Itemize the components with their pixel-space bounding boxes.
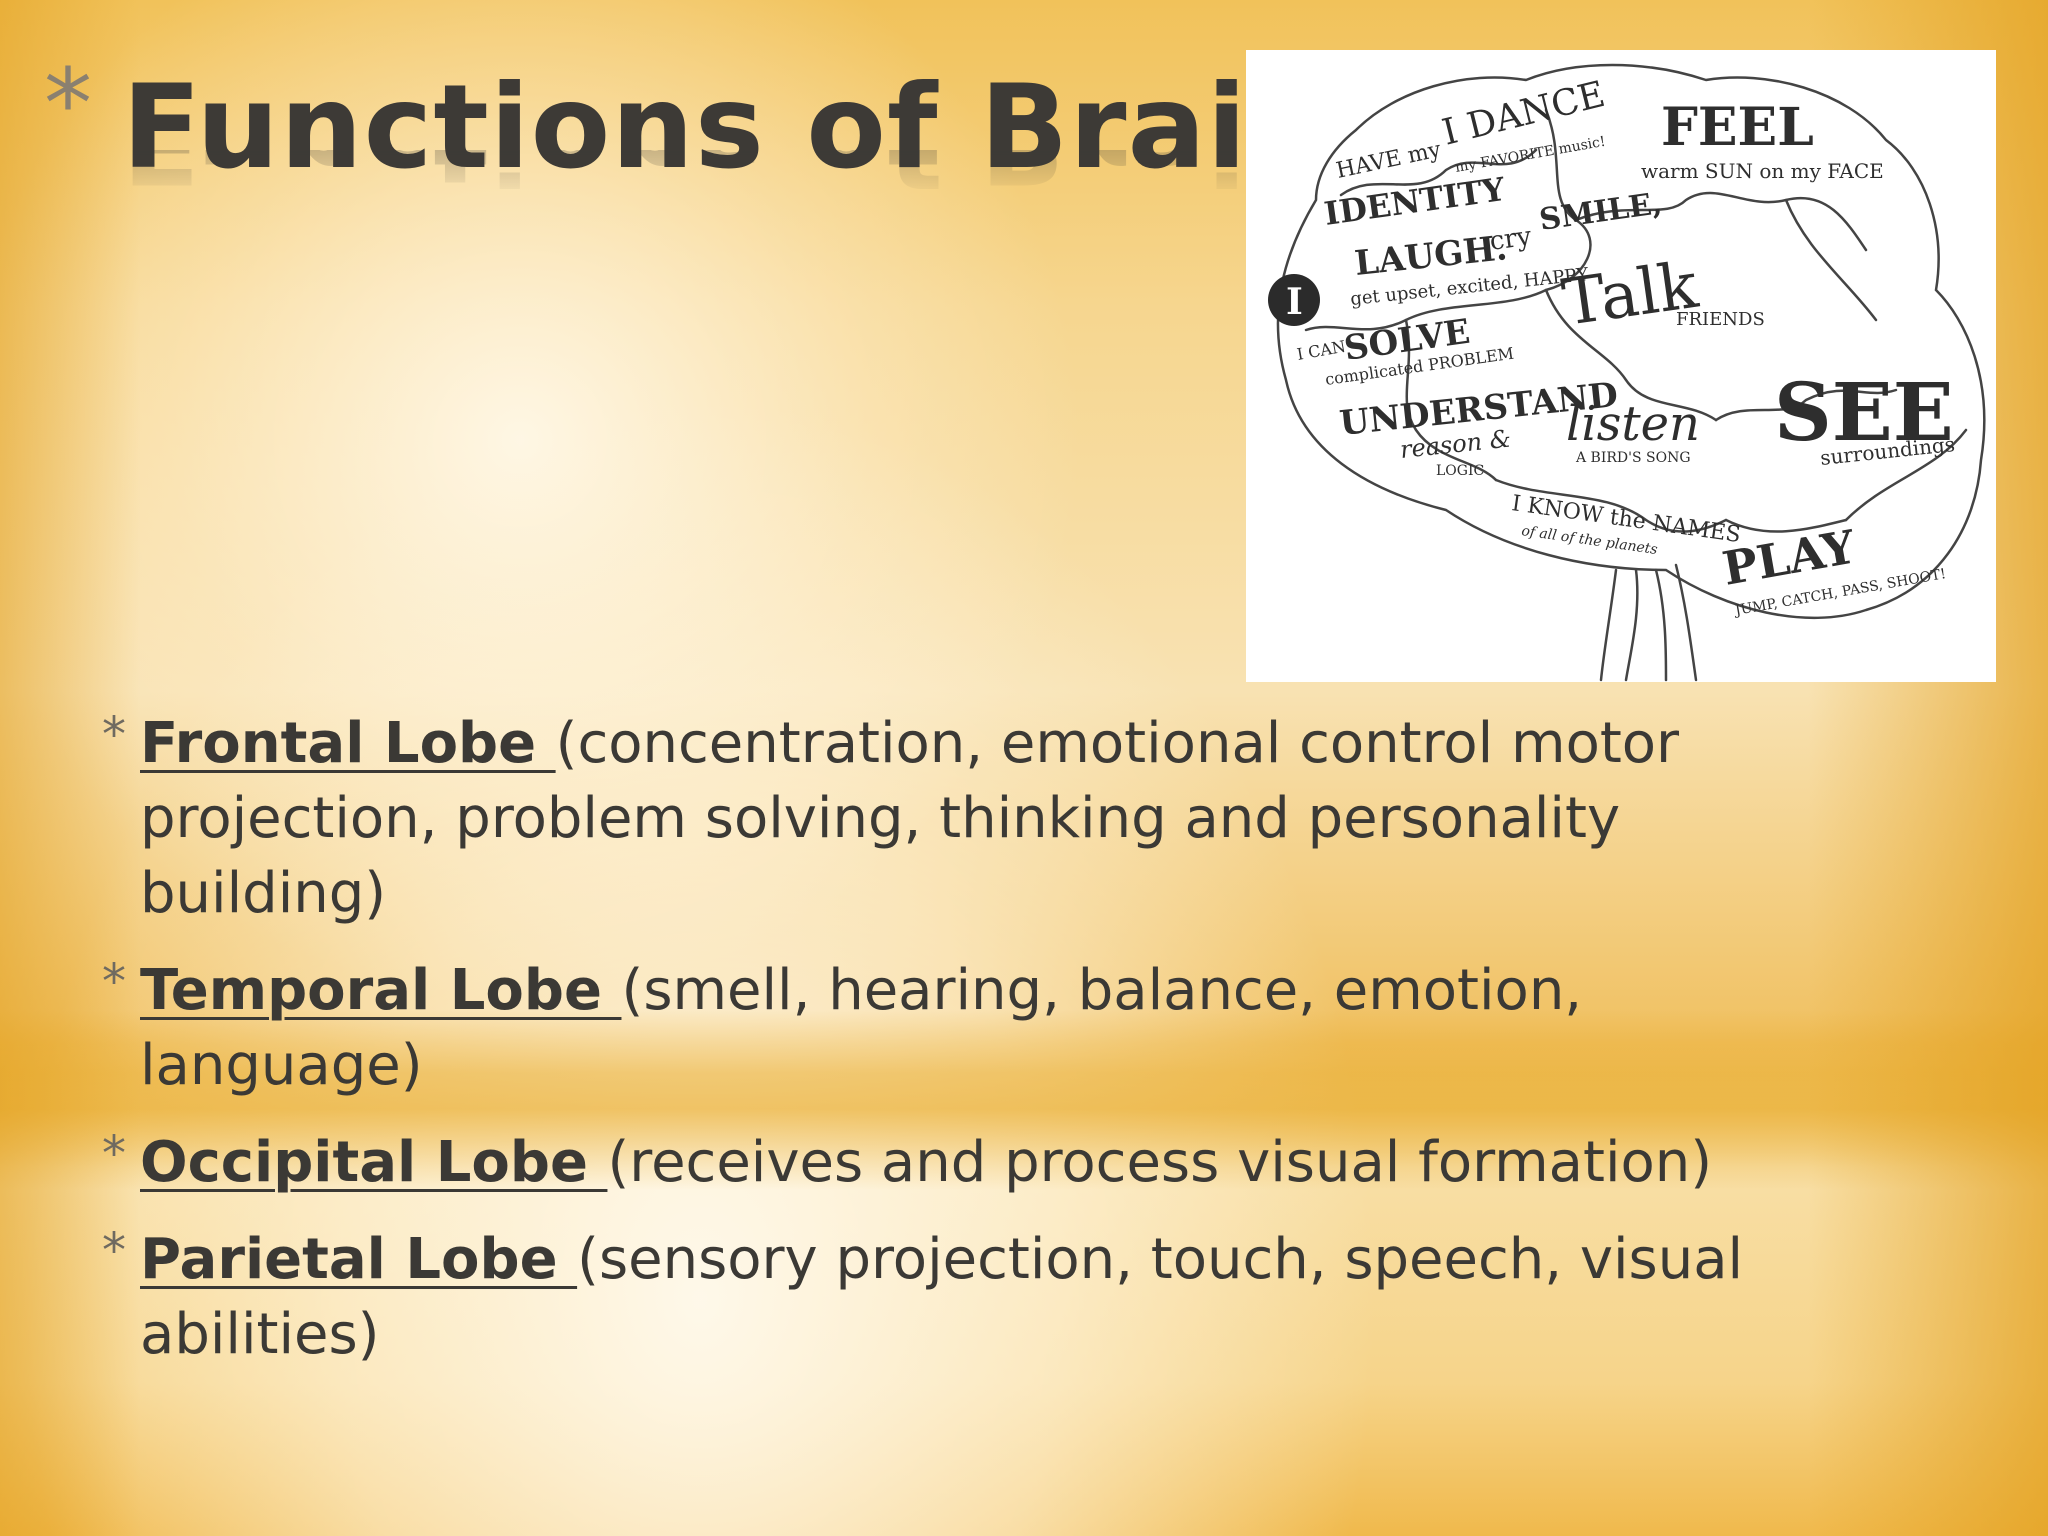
lobe-term: Frontal Lobe: [140, 711, 556, 776]
background-band: [0, 1010, 2048, 1190]
svg-text:I: I: [1286, 281, 1303, 323]
svg-text:A BIRD'S SONG: A BIRD'S SONG: [1575, 450, 1691, 466]
lobe-description: (sensory projection, touch, speech, visu…: [140, 1227, 1744, 1367]
bullet-marker: *: [102, 1223, 126, 1279]
brain-illustration: I HAVE my IDENTITY I DANCE my FAVORITE m…: [1246, 50, 1996, 682]
svg-text:FEEL: FEEL: [1661, 97, 1814, 158]
slide-title-reflection: Functions of Brain: [122, 150, 1331, 198]
lobe-functions-list: * Frontal Lobe (concentration, emotional…: [100, 706, 1800, 1394]
brain-outline: [1276, 63, 1986, 620]
svg-text:LOGIC: LOGIC: [1436, 463, 1484, 479]
list-item: * Frontal Lobe (concentration, emotional…: [100, 706, 1800, 931]
lobe-term: Temporal Lobe: [140, 958, 622, 1023]
svg-text:warm SUN on my FACE: warm SUN on my FACE: [1641, 159, 1884, 183]
lobe-description: (smell, hearing, balance, emotion, langu…: [140, 958, 1583, 1098]
svg-text:cry: cry: [1488, 221, 1534, 257]
bullet-marker: *: [102, 707, 126, 763]
svg-text:HAVE my: HAVE my: [1334, 137, 1444, 184]
svg-text:SMILE,: SMILE,: [1537, 186, 1664, 238]
background-edge-left: [0, 0, 140, 1536]
slide-title: Functions of Brain: [122, 60, 1332, 195]
title-bullet-marker: *: [44, 48, 92, 160]
bullet-marker: *: [102, 954, 126, 1010]
svg-text:SEE: SEE: [1774, 365, 1954, 459]
list-item: * Occipital Lobe (receives and process v…: [100, 1125, 1800, 1200]
svg-text:I CAN: I CAN: [1295, 337, 1347, 364]
lobe-term: Occipital Lobe: [140, 1130, 608, 1195]
lobe-term: Parietal Lobe: [140, 1227, 578, 1292]
list-item: * Parietal Lobe (sensory projection, tou…: [100, 1222, 1800, 1372]
list-item: * Temporal Lobe (smell, hearing, balance…: [100, 953, 1800, 1103]
svg-text:FRIENDS: FRIENDS: [1676, 309, 1765, 330]
lobe-description: (receives and process visual formation): [607, 1130, 1713, 1195]
svg-text:listen: listen: [1566, 396, 1700, 452]
lobe-description: (concentration, emotional control motor …: [140, 711, 1680, 926]
bullet-marker: *: [102, 1126, 126, 1182]
